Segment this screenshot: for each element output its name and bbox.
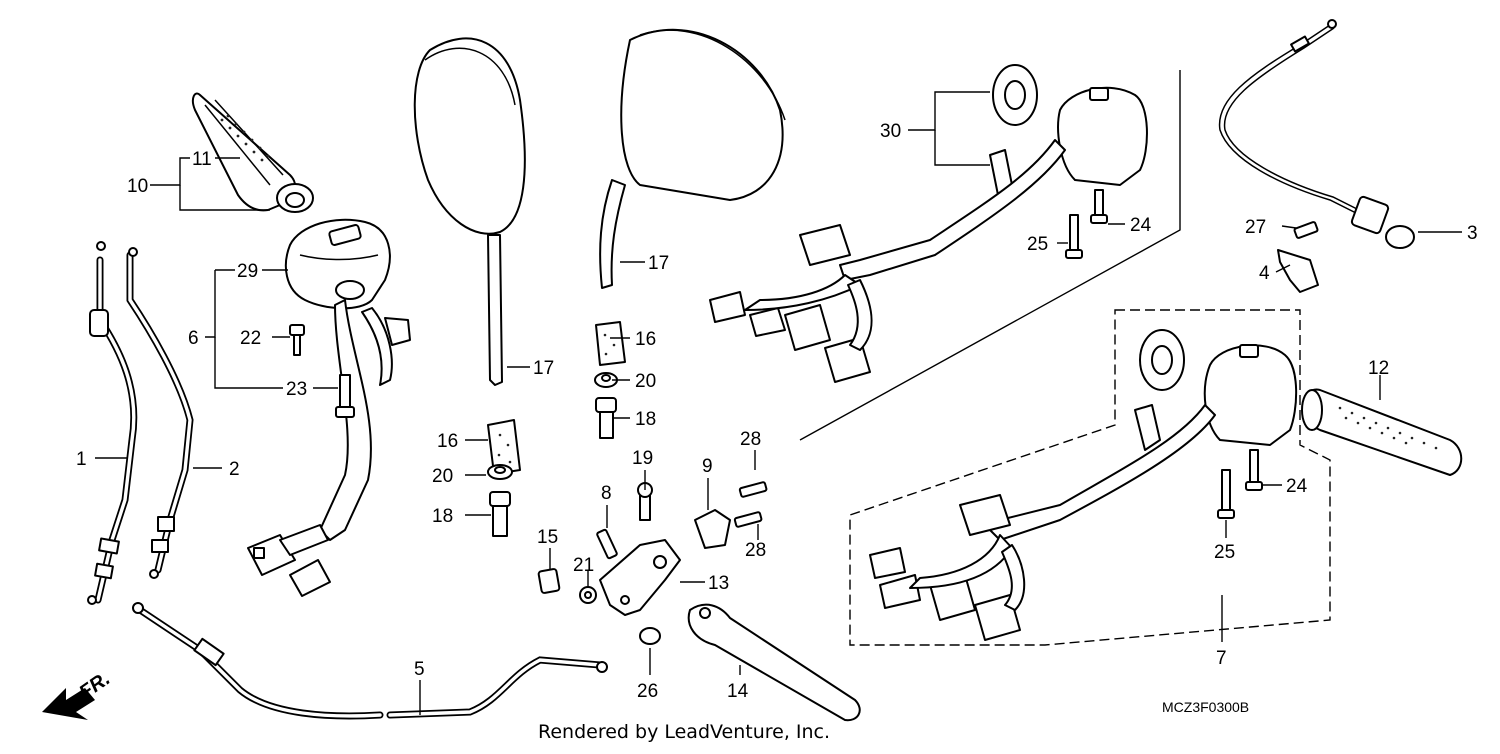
callout-7: 7 [1216,648,1227,669]
clutch-lever[interactable] [687,603,861,722]
callout-18-right: 18 [635,409,656,430]
callout-12: 12 [1368,358,1389,379]
callout-28-top: 28 [740,429,761,450]
bolt-22[interactable] [289,324,305,356]
callout-10: 10 [127,176,148,197]
throttle-cable-1[interactable] [87,241,138,605]
callout-20-left: 20 [432,466,453,487]
callout-1: 1 [76,449,87,470]
callout-23: 23 [286,379,307,400]
subassembly-outline-7 [849,309,1331,646]
callout-3: 3 [1467,223,1478,244]
bolt-24-lower[interactable] [1245,449,1263,491]
clutch-cable[interactable] [132,602,608,720]
callout-17-left: 17 [533,358,554,379]
callout-27: 27 [1245,217,1266,238]
lower-right-switch-housing[interactable] [869,329,1298,641]
bolt-24-upper[interactable] [1090,189,1108,224]
callout-30: 30 [880,121,901,142]
callout-16-right: 16 [635,329,656,350]
callout-24-lower: 24 [1286,476,1308,497]
callout-21: 21 [573,555,594,576]
left-switch-housing[interactable] [247,218,411,597]
throttle-cable-2[interactable] [126,247,194,579]
callout-25-upper: 25 [1027,234,1048,255]
callout-2: 2 [229,459,240,480]
leader-lines [95,91,1462,715]
callout-9: 9 [702,456,713,477]
left-mirror[interactable] [413,37,526,386]
callout-6: 6 [188,328,199,349]
callout-16-left: 16 [437,431,458,452]
callout-29: 29 [237,261,258,282]
callout-28-bottom: 28 [745,540,766,561]
diagram-code: MCZ3F0300B [1162,699,1249,715]
callout-11: 11 [192,149,212,170]
callout-4: 4 [1259,263,1270,284]
callout-8: 8 [601,483,612,504]
callout-25-lower: 25 [1214,542,1235,563]
mirror-adapter-left-stack[interactable] [487,419,521,537]
clutch-lever-bracket[interactable] [537,482,681,645]
callout-24-upper: 24 [1130,215,1152,236]
callout-20-right: 20 [635,371,656,392]
throttle-grip[interactable] [191,92,314,213]
bolt-25-upper[interactable] [1065,214,1083,259]
choke-cable[interactable] [1218,19,1415,249]
callout-22: 22 [240,328,261,349]
upper-right-switch-housing[interactable] [709,64,1148,383]
bolt-23[interactable] [335,374,355,418]
callout-5: 5 [414,659,425,680]
divider-line [799,70,1181,441]
callout-19: 19 [632,448,653,469]
clutch-perch-clamp[interactable] [694,481,768,549]
callout-15: 15 [537,527,558,548]
right-mirror[interactable] [599,28,786,289]
callout-14: 14 [727,681,749,702]
credit-text: Rendered by LeadVenture, Inc. [538,721,830,743]
callout-26: 26 [637,681,658,702]
callout-13: 13 [708,573,729,594]
callout-18-left: 18 [432,506,453,527]
front-direction-arrow: FR. [42,668,114,720]
choke-bracket[interactable] [1277,221,1319,293]
callout-17-right: 17 [648,253,669,274]
bolt-25-lower[interactable] [1217,469,1235,519]
mirror-adapter-right-stack[interactable] [594,321,626,439]
right-grip[interactable] [1301,388,1463,476]
callout-labels: 1 2 3 4 5 6 7 8 9 10 11 12 13 14 15 16 1… [76,121,1478,702]
